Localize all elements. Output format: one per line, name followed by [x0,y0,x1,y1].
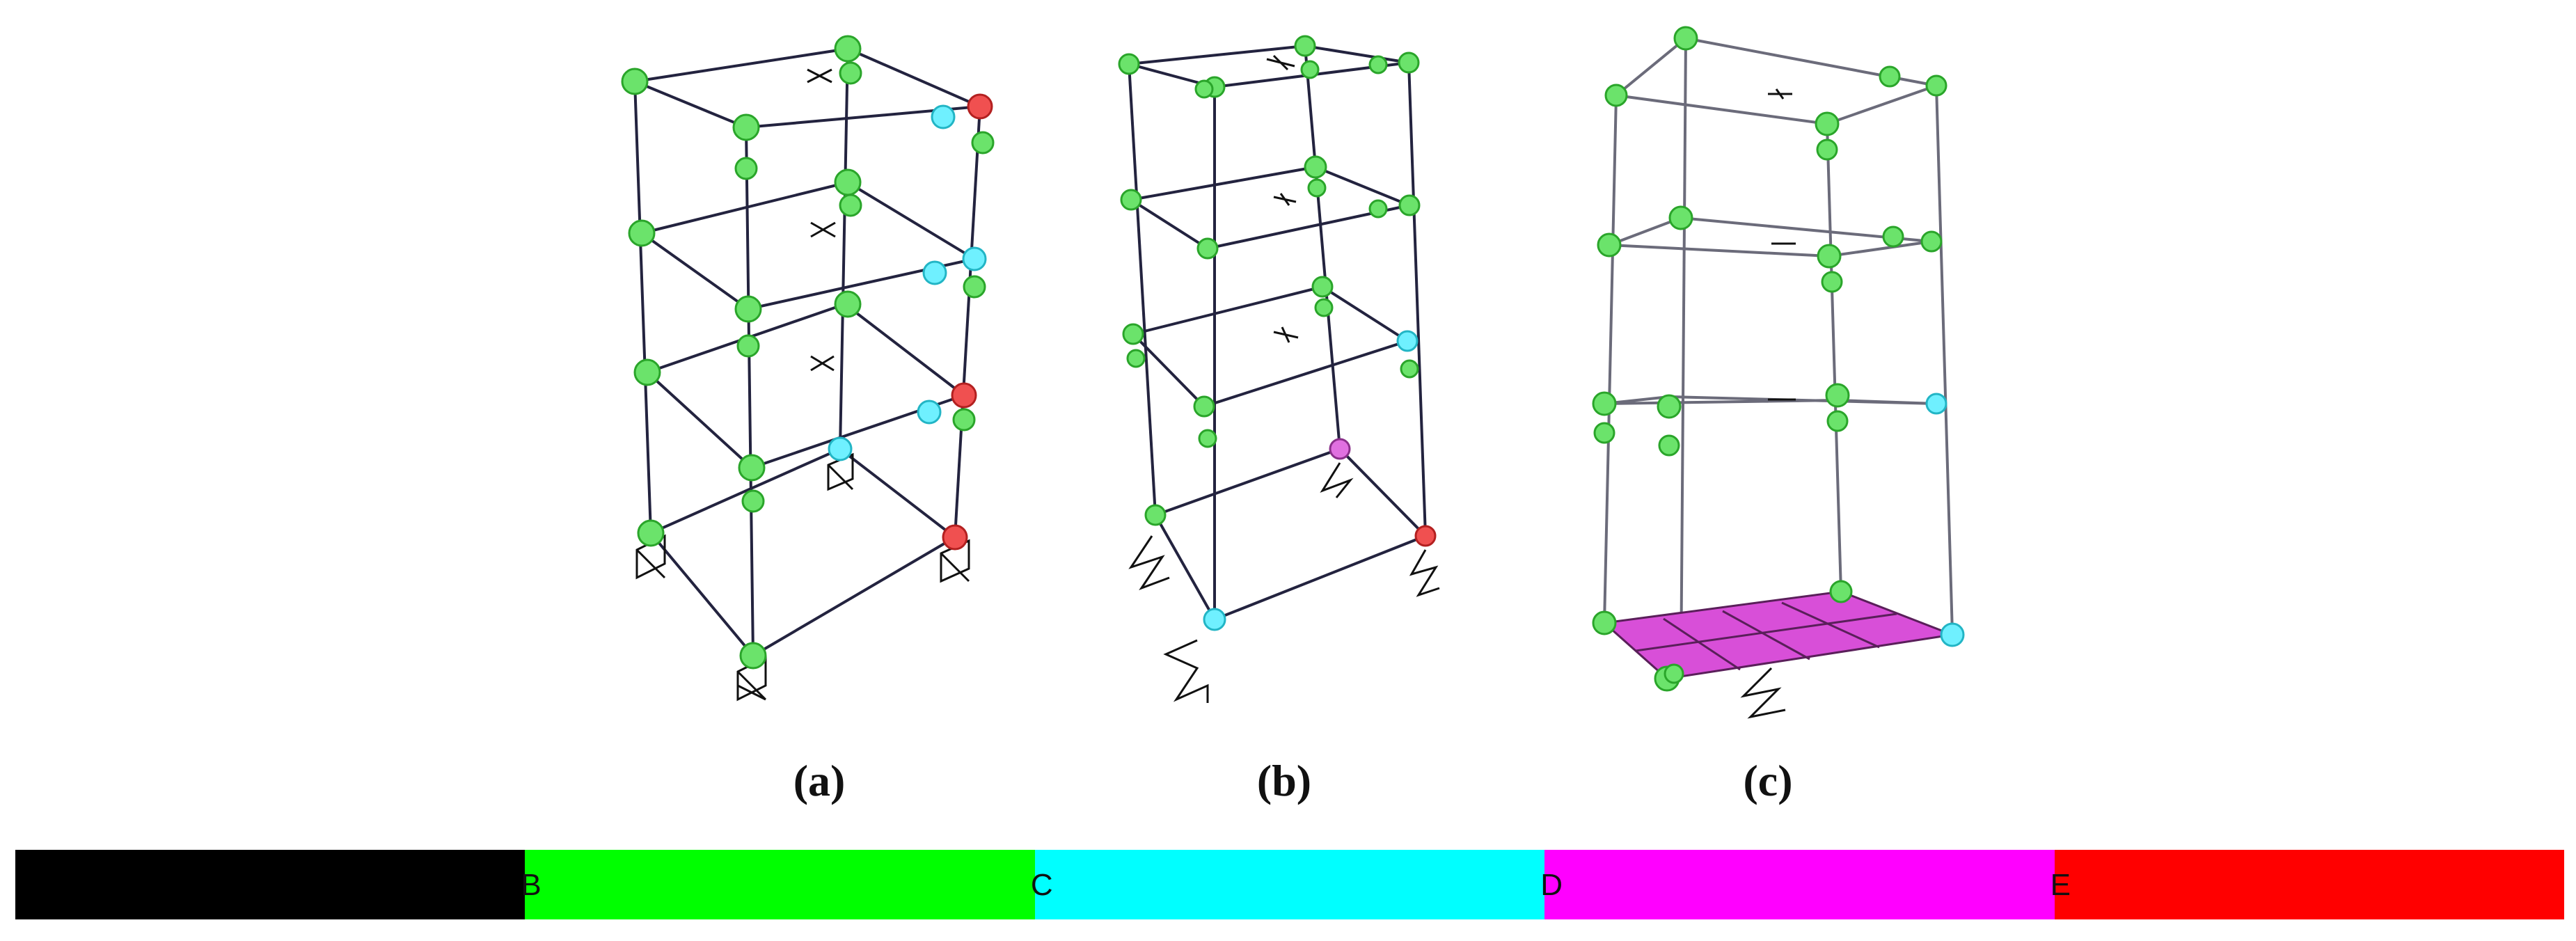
legend-segment-a [15,850,526,919]
panel-label-c: (c) [1743,756,1793,805]
legend-label: C [1030,868,1053,902]
x-marks-a [807,68,836,372]
legend-segment-b: B [521,850,1035,919]
frame-c [1603,36,1954,676]
panel-label-a: (a) [793,756,846,805]
spring-support-icon [1740,667,1786,719]
x-marks-c [1768,88,1796,401]
legend-segment-d: D [1540,850,2055,919]
hinge-markers-a [621,35,995,670]
legend-segment-e: E [2050,850,2565,919]
hinge-markers-c [1592,26,1965,692]
legend-segment-c: C [1031,850,1545,919]
legend-label: B [521,868,542,902]
panel-label-b: (b) [1256,756,1312,805]
frame-a [629,47,981,658]
x-marks-b [1266,54,1299,343]
base-slab [1602,590,1957,680]
color-legend-bar: B C D E [15,850,2565,919]
legend-label: E [2050,868,2071,902]
spring-support-icon [1128,462,1440,703]
hinge-markers-b [1118,35,1437,631]
legend-label: D [1540,868,1563,902]
